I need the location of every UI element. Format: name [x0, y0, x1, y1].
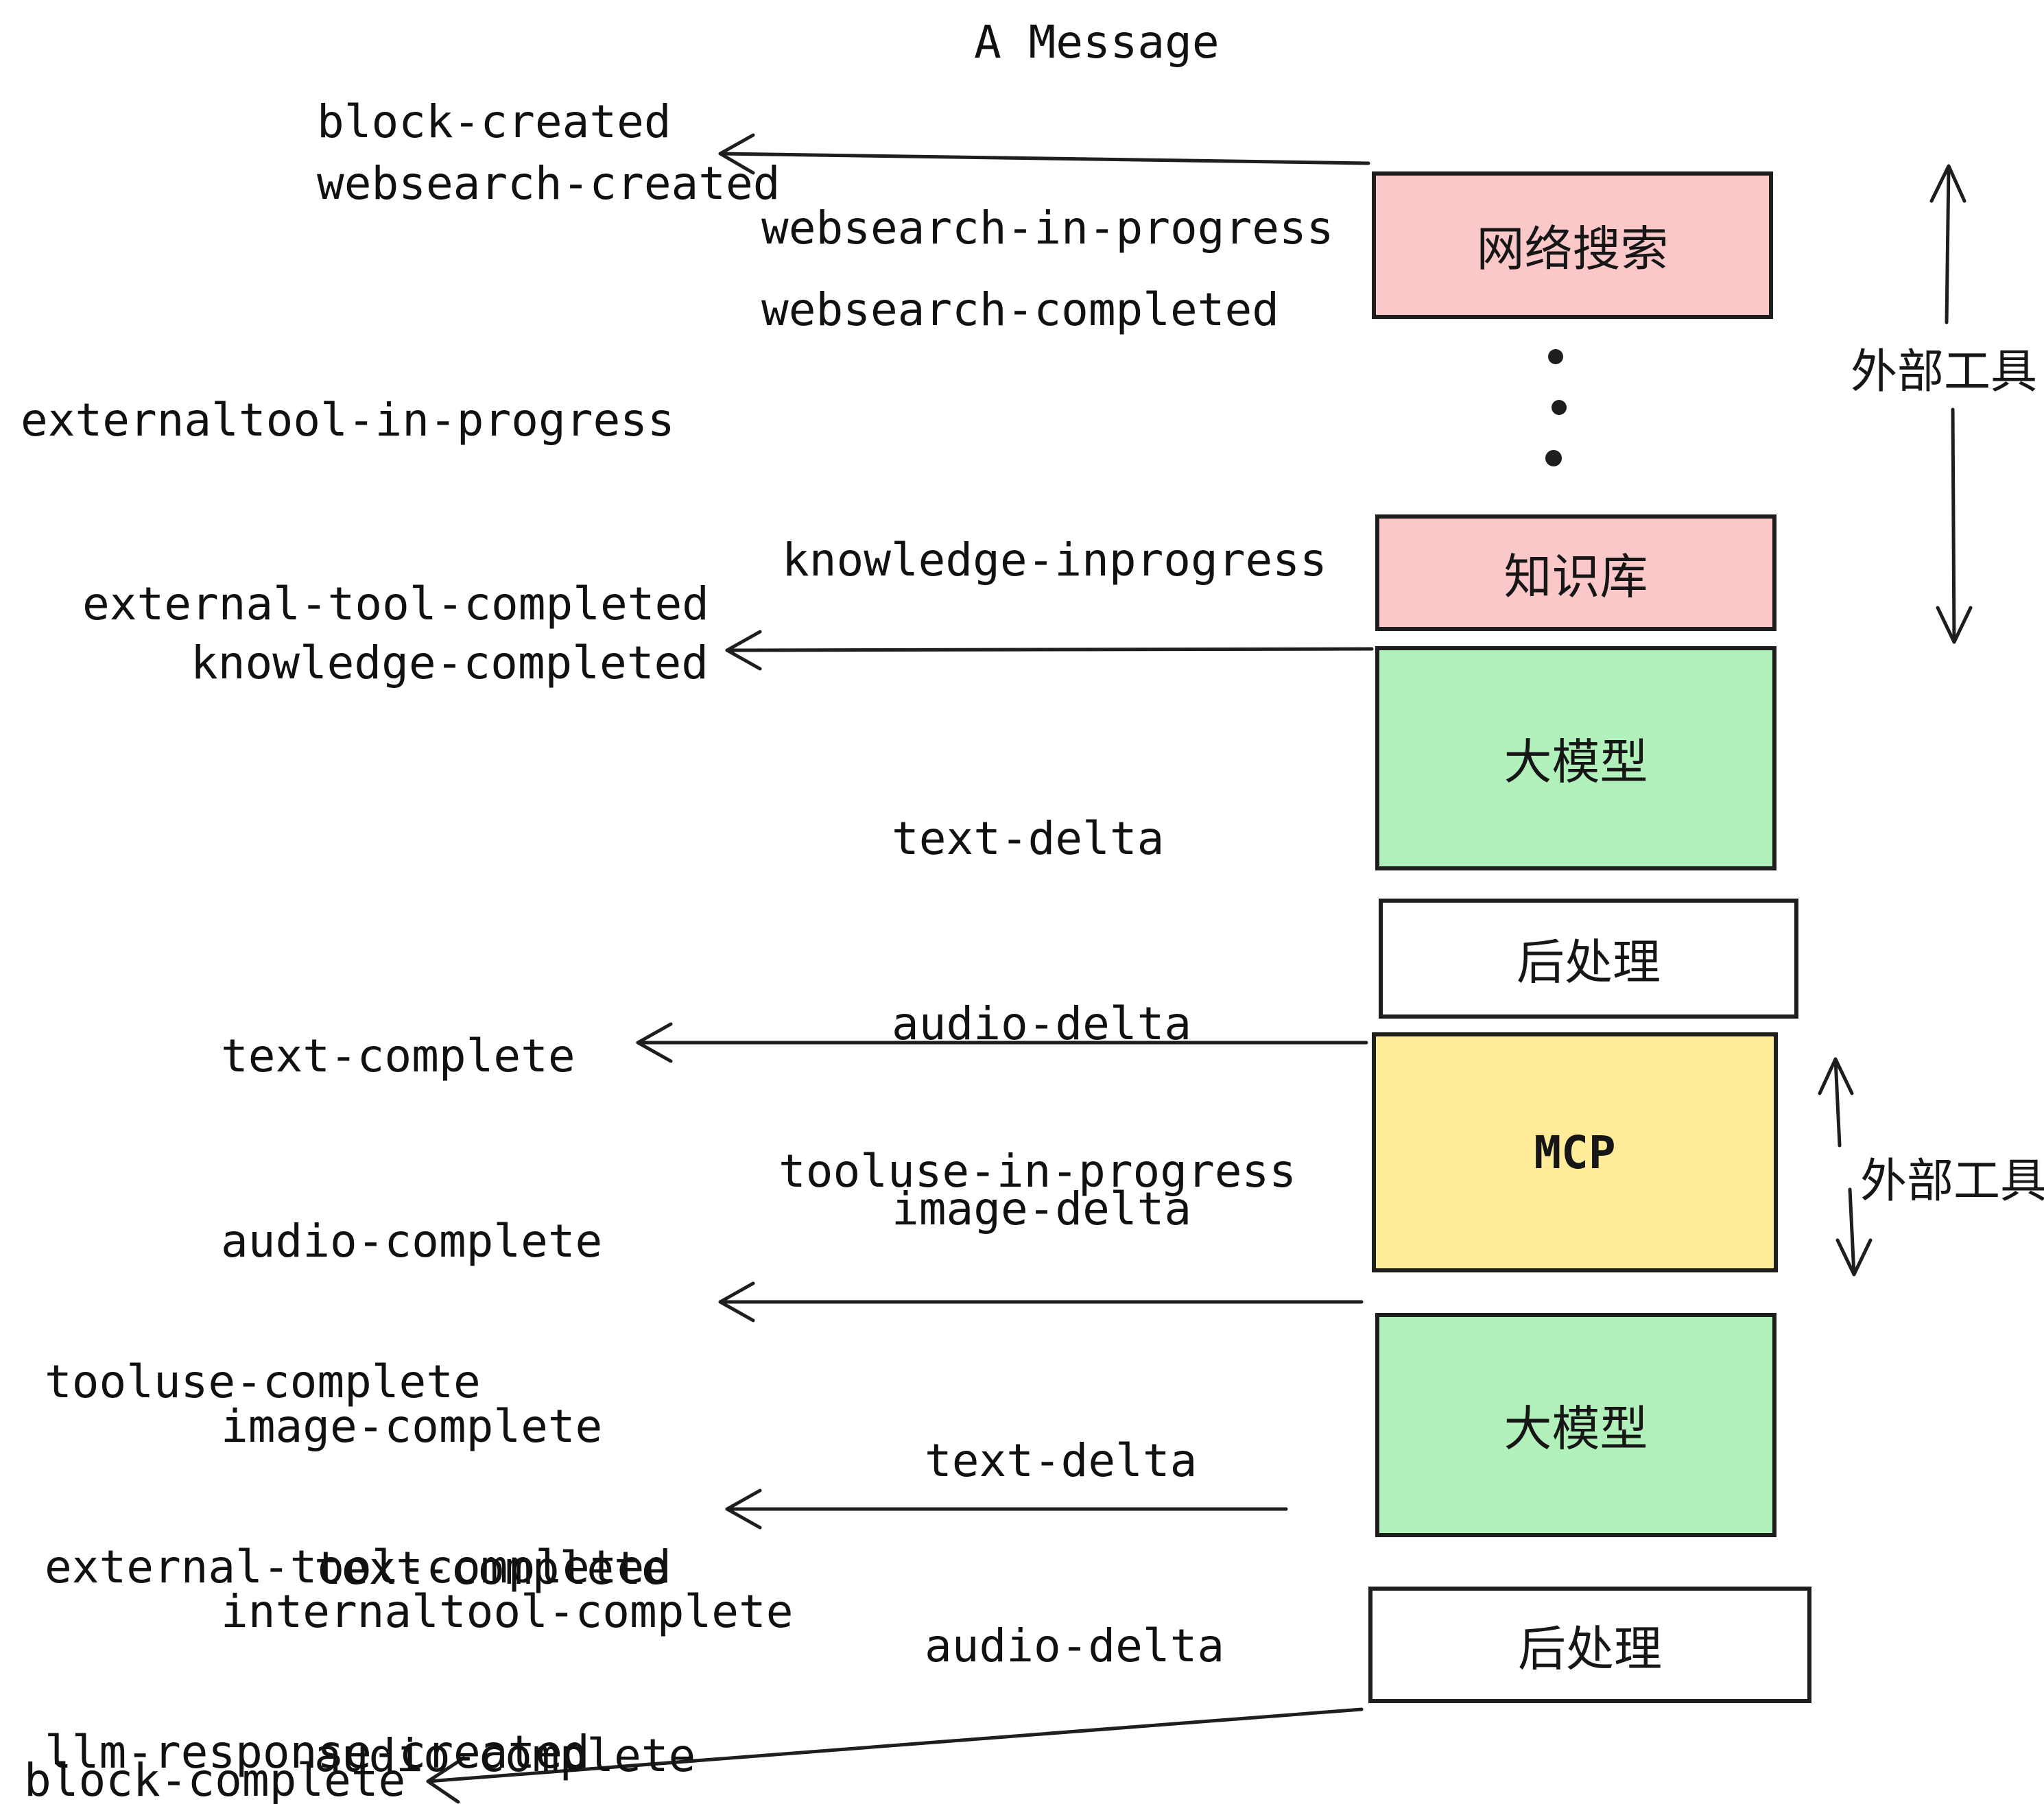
external-tools-1-up-arrow [1929, 164, 1966, 324]
event-external-tool-completed-1: external-tool-completed [82, 578, 709, 630]
knowledge-box-label: 知识库 [1504, 548, 1648, 605]
event-text-delta-1: text-delta [892, 812, 1165, 865]
event-knowledge-completed: knowledge-completed [191, 637, 709, 689]
external-tools-label-1: 外部工具 [1851, 345, 2038, 399]
diagram-title: A Message [974, 16, 1220, 69]
mcp-box-label: MCP [1534, 1126, 1616, 1179]
llm-box-1-label: 大模型 [1504, 734, 1648, 790]
delta-group-1: text-delta audio-delta image-delta [892, 685, 1191, 1364]
event-websearch-completed: websearch-completed [761, 283, 1279, 336]
event-block-created: block-created [317, 95, 672, 148]
websearch-box: 网络搜索 [1372, 171, 1773, 319]
event-image-delta-1: image-delta [892, 1183, 1192, 1235]
external-tools-label-2: 外部工具 [1860, 1154, 2044, 1209]
arrow-knowledge-completed [725, 630, 1374, 671]
tooluse-group: tooluse-complete external-tool-completed… [45, 1228, 672, 1804]
event-tooluse-complete: tooluse-complete [45, 1355, 481, 1408]
event-internaltool-complete-1: internaltool-complete [221, 1585, 794, 1638]
llm-box-2: 大模型 [1375, 1313, 1776, 1537]
event-knowledge-inprogress: knowledge-inprogress [782, 534, 1327, 586]
postprocess-box-2-label: 后处理 [1518, 1620, 1662, 1677]
event-audio-delta-2: audio-delta [925, 1619, 1225, 1672]
event-text-complete-2: text-complete [314, 1542, 669, 1595]
complete-group-1: text-complete audio-complete image-compl… [221, 902, 793, 1766]
event-audio-complete-1: audio-complete [221, 1215, 603, 1268]
event-text-complete-1: text-complete [221, 1030, 575, 1082]
postprocess-box-2: 后处理 [1368, 1587, 1811, 1703]
complete-group-2: text-complete audio-complete image-compl… [314, 1412, 886, 1804]
event-websearch-in-progress: websearch-in-progress [761, 202, 1334, 254]
event-image-complete-1: image-complete [221, 1400, 603, 1453]
arrow-image-complete [636, 1022, 1368, 1063]
event-audio-complete-2: audio-complete [314, 1729, 696, 1782]
arrow-audio-complete [725, 1488, 1288, 1530]
event-audio-delta-1: audio-delta [892, 997, 1192, 1050]
websearch-box-label: 网络搜索 [1476, 221, 1669, 277]
llm-box-2-label: 大模型 [1504, 1401, 1648, 1457]
event-llm-response-created: llm-response-created [45, 1726, 590, 1779]
knowledge-box: 知识库 [1375, 514, 1776, 631]
llm-box-1: 大模型 [1375, 646, 1776, 870]
postprocess-box-1: 后处理 [1379, 899, 1798, 1019]
arrow-websearch-created [718, 133, 1370, 175]
delta-group-2: text-delta audio-delta image-delta [925, 1307, 1224, 1804]
event-externaltool-in-progress: externaltool-in-progress [21, 394, 675, 447]
ellipsis-dots [1545, 349, 1567, 466]
event-block-complete: block-complete [24, 1754, 406, 1804]
event-tooluse-in-progress: tooluse-in-progress [779, 1145, 1296, 1198]
external-tools-2-down-arrow [1835, 1187, 1873, 1277]
arrow-block-complete [426, 1707, 1364, 1804]
event-external-tool-completed-2: external-tool-completed [45, 1541, 672, 1593]
external-tools-2-up-arrow [1818, 1057, 1854, 1148]
external-tools-1-down-arrow [1936, 407, 1973, 644]
event-websearch-created: websearch-created [317, 157, 781, 210]
arrow-tooluse-complete [718, 1281, 1364, 1322]
postprocess-box-1-label: 后处理 [1517, 934, 1661, 990]
mcp-box: MCP [1372, 1032, 1778, 1272]
event-text-delta-2: text-delta [925, 1434, 1198, 1487]
event-image-delta-2: image-delta [925, 1801, 1224, 1804]
